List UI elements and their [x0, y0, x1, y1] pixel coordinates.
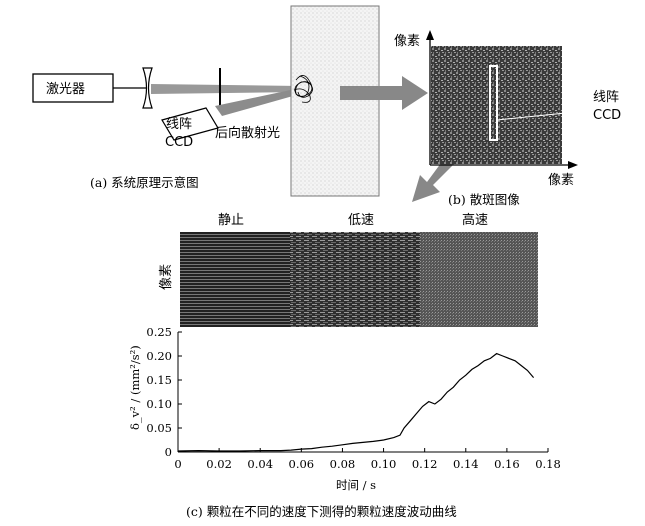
caption-a: (a) 系统原理示意图 [90, 175, 199, 190]
strip-low-speed-region [290, 232, 420, 327]
chart-x-label: 时间 / s [336, 478, 376, 492]
y-tick-label: 0.20 [146, 349, 172, 363]
x-tick-label: 0 [174, 457, 181, 471]
lens [142, 67, 153, 109]
ccd-line-window [489, 65, 498, 141]
svg-text:线阵: 线阵 [166, 117, 192, 132]
ccd-a-sensor [161, 107, 219, 141]
laser-label: 激光器 [46, 82, 85, 97]
speckle-y-axis-label: 像素 [394, 34, 420, 49]
y-tick-label: 0 [165, 445, 172, 459]
backscatter-beam [215, 88, 300, 116]
sample-container [290, 5, 380, 197]
strip-static-region [180, 232, 290, 327]
strip-label-static: 静止 [218, 213, 244, 228]
speckle-x-arrowhead [568, 161, 578, 169]
x-tick-label: 0.18 [535, 457, 561, 471]
chart-x-ticks: 0 0.02 0.04 0.06 0.08 0.10 0.12 0.14 0.16 0.18 [174, 448, 561, 471]
x-tick-label: 0.04 [247, 457, 273, 471]
ccd-a-label: 线阵 CCD [165, 117, 193, 150]
y-tick-label: 0.05 [146, 421, 172, 435]
svg-text:CCD: CCD [165, 135, 193, 150]
x-tick-label: 0.10 [371, 457, 397, 471]
chart-y-ticks: 0 0.05 0.10 0.15 0.20 0.25 [146, 325, 182, 459]
chart-y-label: δ_v² / (mm²/s²) [128, 345, 142, 430]
speckle-panel: 像素 像素 线阵 CCD (b) 散斑图像 [394, 30, 621, 207]
svg-text:CCD: CCD [593, 108, 621, 123]
strip-label-high-speed: 高速 [462, 212, 488, 228]
speckle-y-arrowhead [426, 30, 434, 40]
x-tick-label: 0.02 [206, 457, 232, 471]
speckle-x-axis-label: 像素 [548, 173, 574, 188]
y-tick-label: 0.10 [146, 397, 172, 411]
x-tick-label: 0.14 [453, 457, 479, 471]
velocity-fluctuation-line [177, 352, 535, 452]
ccd-b-label: 线阵 CCD [593, 90, 621, 123]
system-schematic: 激光器 线阵 CCD 后向散射光 (a) 系统原理示意图 [32, 5, 380, 197]
ccd-line-leader [496, 109, 596, 121]
x-tick-label: 0.12 [412, 457, 438, 471]
x-tick-label: 0.16 [494, 457, 520, 471]
strip-high-speed-region [420, 232, 538, 327]
caption-c: (c) 颗粒在不同的速度下测得的颗粒速度波动曲线 [186, 504, 457, 519]
strip-y-label: 像素 [159, 264, 174, 290]
laser-box [32, 73, 114, 103]
y-tick-label: 0.25 [146, 325, 172, 339]
backscatter-label: 后向散射光 [215, 125, 280, 141]
x-tick-label: 0.08 [330, 457, 356, 471]
x-tick-label: 0.06 [289, 457, 315, 471]
scatter-tangle [293, 75, 313, 103]
caption-b: (b) 散斑图像 [448, 192, 520, 207]
arrow-to-speckle [340, 76, 428, 110]
y-tick-label: 0.15 [146, 373, 172, 387]
strip-label-low-speed: 低速 [348, 213, 374, 228]
strip-panel: 静止 低速 高速 像素 [159, 212, 538, 327]
incident-beam [151, 84, 300, 94]
svg-text:线阵: 线阵 [593, 90, 619, 105]
